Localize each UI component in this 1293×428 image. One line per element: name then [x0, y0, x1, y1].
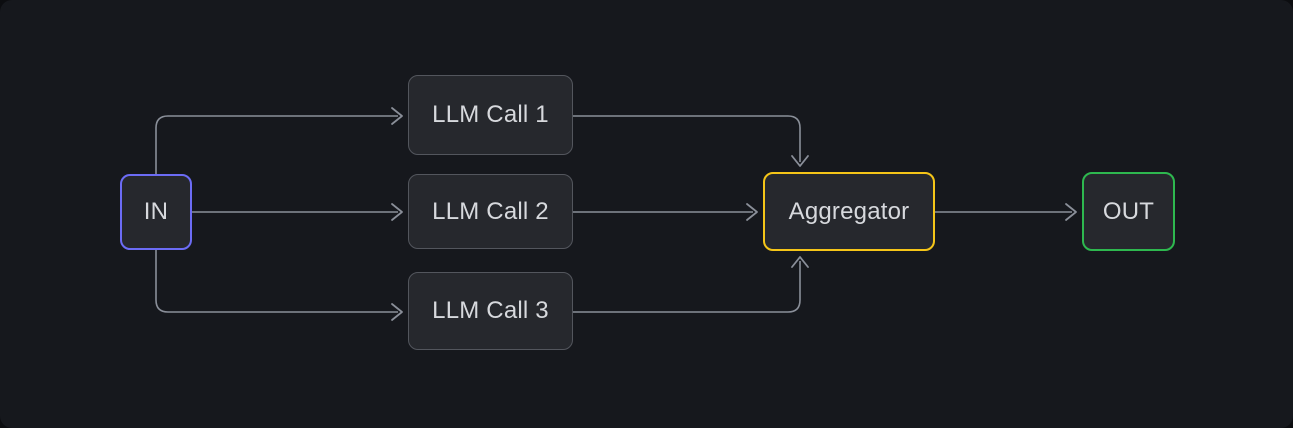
- edge-llm2-to-agg-arrowhead: [746, 203, 758, 221]
- edge-llm1-to-agg-arrowhead: [791, 155, 809, 167]
- node-in-label: IN: [143, 198, 169, 225]
- node-aggregator-label: Aggregator: [788, 197, 910, 225]
- node-llm-call-1[interactable]: LLM Call 1: [408, 75, 573, 155]
- edge-llm1-to-agg: [573, 115, 801, 162]
- edge-in-to-llm1-arrowhead: [391, 107, 403, 125]
- node-aggregator[interactable]: Aggregator: [763, 172, 935, 251]
- edge-llm3-to-agg: [573, 261, 801, 313]
- edge-agg-to-out-arrowhead: [1065, 203, 1077, 221]
- node-llm-call-2-label: LLM Call 2: [432, 197, 549, 225]
- node-llm-call-1-label: LLM Call 1: [432, 101, 549, 128]
- node-llm-call-3-label: LLM Call 3: [432, 297, 549, 324]
- edge-llm3-to-agg-arrowhead: [791, 256, 809, 268]
- edge-in-to-llm3: [155, 250, 398, 313]
- node-out[interactable]: OUT: [1082, 172, 1175, 251]
- edge-in-to-llm2-arrowhead: [391, 203, 403, 221]
- node-llm-call-3[interactable]: LLM Call 3: [408, 272, 573, 350]
- edge-in-to-llm1: [155, 115, 398, 174]
- edge-in-to-llm3-arrowhead: [391, 303, 403, 321]
- node-in[interactable]: IN: [120, 174, 192, 250]
- node-out-label: OUT: [1102, 197, 1155, 225]
- node-llm-call-2[interactable]: LLM Call 2: [408, 174, 573, 249]
